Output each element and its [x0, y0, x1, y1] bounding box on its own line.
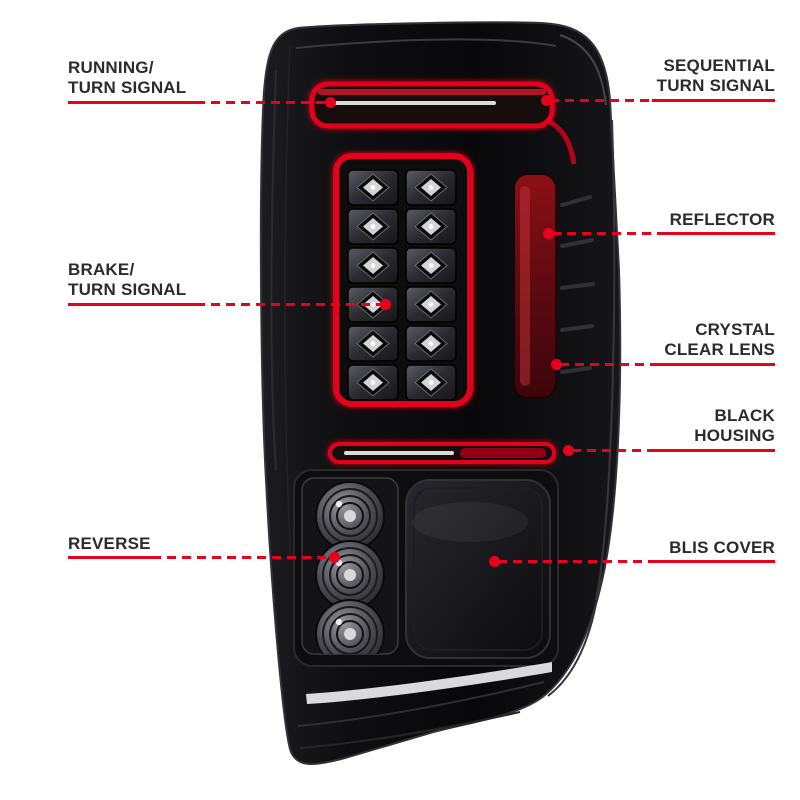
leader-brake-turn — [196, 303, 381, 306]
mid-light-bar — [328, 442, 556, 464]
underline-reverse — [68, 556, 152, 559]
leader-running-turn — [196, 101, 328, 104]
callout-dot-crystal-clear-lens — [551, 359, 562, 370]
leader-reverse — [152, 556, 330, 559]
lower-cluster — [293, 469, 559, 667]
housing-fins — [560, 195, 595, 374]
bottom-chrome-strip — [306, 662, 552, 704]
underline-sequential-turn — [652, 99, 775, 102]
reflector-strip — [513, 173, 595, 399]
blis-cover-panel — [405, 479, 551, 659]
label-sequential-turn-signal: SEQUENTIAL TURN SIGNAL — [656, 56, 775, 96]
underline-blis-cover — [655, 560, 775, 563]
label-black-housing: BLACK HOUSING — [694, 406, 775, 446]
callout-dot-black-housing — [563, 445, 574, 456]
underline-running-turn — [68, 101, 196, 104]
label-running-turn-signal: RUNNING/ TURN SIGNAL — [68, 58, 187, 98]
callout-dot-blis-cover — [489, 556, 500, 567]
brake-led-section — [333, 153, 473, 407]
leader-crystal-clear-lens — [560, 363, 652, 366]
top-light-bar — [309, 81, 555, 129]
callout-dot-reflector — [543, 228, 554, 239]
underline-reflector — [664, 232, 775, 235]
leader-sequential-turn — [550, 99, 652, 102]
underline-crystal-clear-lens — [652, 363, 775, 366]
underline-brake-turn — [68, 303, 196, 306]
callout-dot-brake-turn — [380, 299, 391, 310]
reverse-lamp — [301, 477, 399, 655]
light-bar-corner-trace — [548, 119, 577, 165]
callout-dot-sequential-turn — [541, 95, 552, 106]
callout-dot-running-turn — [325, 97, 336, 108]
label-reverse: REVERSE — [68, 534, 151, 553]
leader-reflector — [552, 232, 664, 235]
leader-black-housing — [572, 449, 652, 452]
leader-blis-cover — [498, 560, 655, 563]
label-blis-cover: BLIS COVER — [669, 538, 775, 557]
label-crystal-clear-lens: CRYSTAL CLEAR LENS — [664, 320, 775, 360]
callout-dot-reverse — [329, 552, 340, 563]
underline-black-housing — [652, 449, 775, 452]
label-reflector: REFLECTOR — [669, 210, 775, 229]
label-brake-turn-signal: BRAKE/ TURN SIGNAL — [68, 260, 187, 300]
